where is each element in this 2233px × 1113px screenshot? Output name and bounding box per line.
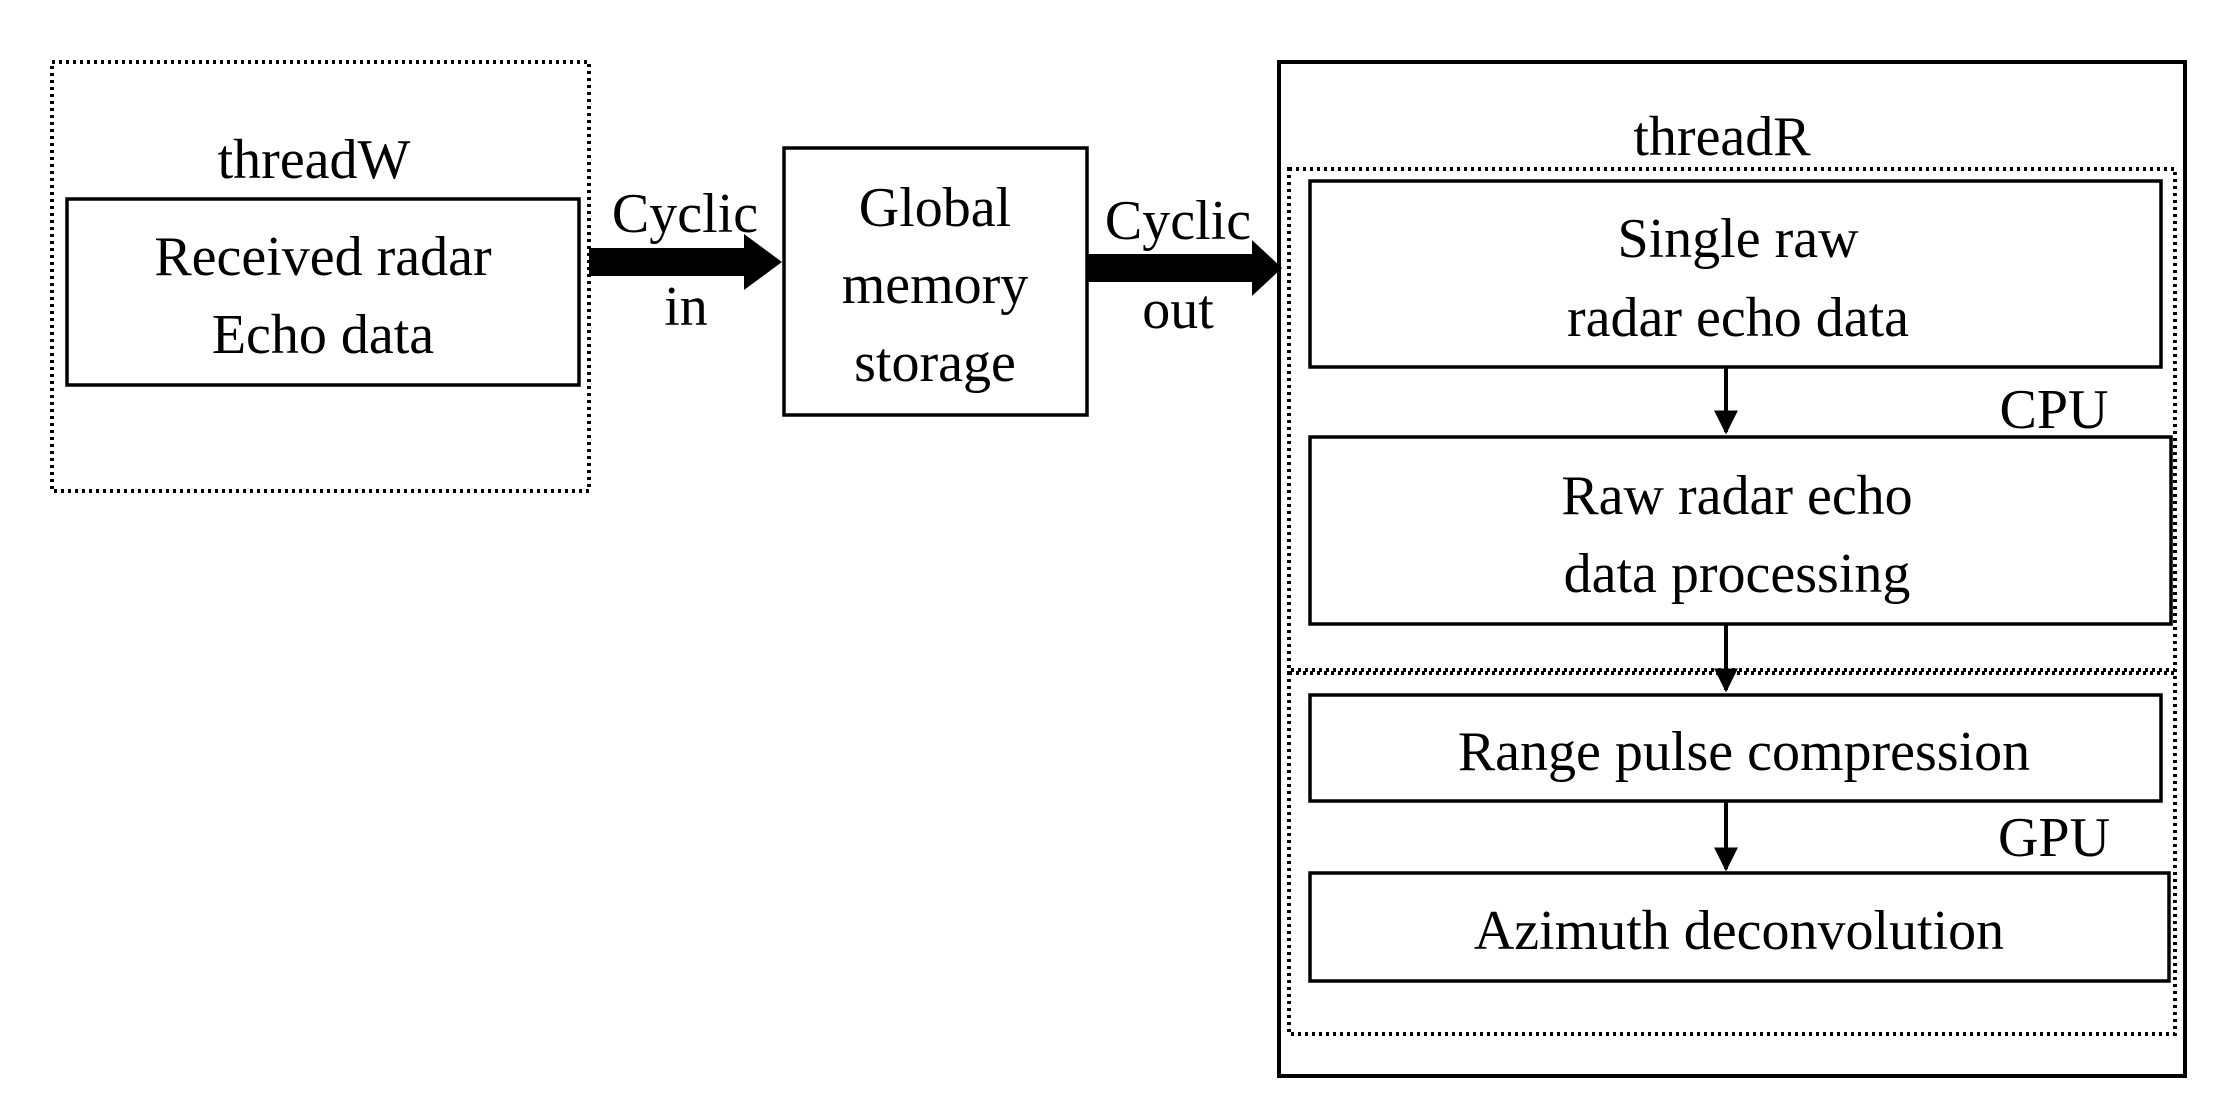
global-memory-line3: storage [854, 332, 1016, 394]
cyclic-out-arrow: Cyclic out [1087, 190, 1282, 341]
received-radar-box [65, 197, 581, 387]
gpu-label: GPU [1998, 807, 2110, 869]
range-pulse-compression-box [1308, 693, 2163, 803]
thread-w-group: threadW Received radar Echo data [50, 60, 591, 493]
received-radar-line2: Echo data [212, 304, 434, 366]
cyclic-in-arrow-head [744, 234, 782, 290]
cyclic-in-arrow-shaft [589, 248, 749, 276]
gpu-region-frame [1287, 671, 2177, 1036]
raw-echo-processing-line2: data processing [1564, 543, 1911, 605]
thread-w-frame [50, 60, 591, 493]
thread-r-label: threadR [1633, 106, 1811, 168]
raw-echo-processing-line1: Raw radar echo [1561, 465, 1912, 527]
single-raw-echo-box [1308, 179, 2163, 369]
thread-w-label: threadW [218, 129, 411, 191]
range-pulse-compression-text: Range pulse compression [1458, 721, 2030, 783]
raw-echo-processing-box [1308, 435, 2173, 626]
cyclic-out-arrow-head [1252, 240, 1282, 296]
global-memory-line2: memory [842, 254, 1029, 316]
thread-r-group: threadR Single raw radar echo data CPU R… [1277, 60, 2187, 1078]
global-memory-line1: Global [859, 177, 1011, 239]
azimuth-deconvolution-text: Azimuth deconvolution [1474, 900, 2004, 962]
thread-r-frame [1277, 60, 2187, 1078]
cyclic-in-arrow: Cyclic in [589, 183, 782, 338]
cyclic-out-arrow-shaft [1087, 254, 1257, 282]
cyclic-out-label-line1: Cyclic [1105, 190, 1251, 252]
cyclic-in-label-line1: Cyclic [612, 183, 758, 245]
cyclic-out-label-line2: out [1142, 279, 1214, 341]
cpu-label: CPU [2000, 379, 2109, 441]
azimuth-deconvolution-box [1308, 871, 2171, 983]
global-memory-group: Global memory storage [782, 146, 1089, 417]
received-radar-line1: Received radar [154, 226, 492, 288]
single-raw-echo-line2: radar echo data [1567, 287, 1909, 349]
single-raw-echo-line1: Single raw [1617, 208, 1859, 270]
cyclic-in-label-line2: in [664, 276, 708, 338]
